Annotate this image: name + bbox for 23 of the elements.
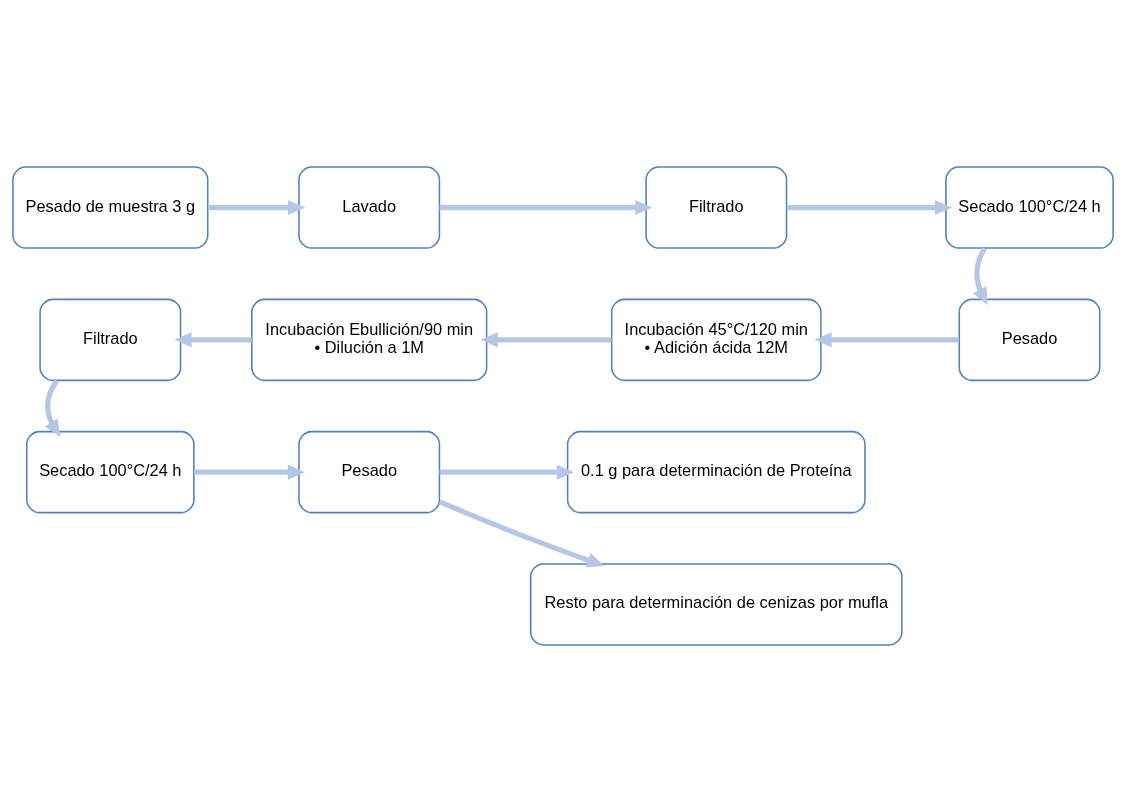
arrow xyxy=(194,464,305,480)
arrow xyxy=(174,332,252,348)
node-box: Pesado de muestra 3 g xyxy=(12,166,209,249)
node-box: Pesado xyxy=(958,298,1101,382)
node-box: Lavado xyxy=(298,166,441,249)
node-box: Pesado xyxy=(298,430,441,514)
arrow xyxy=(44,379,61,437)
arrow xyxy=(973,247,988,305)
arrow xyxy=(480,332,612,348)
node-box: Secado 100°C/24 h xyxy=(26,430,195,514)
arrow xyxy=(208,200,306,216)
arrow xyxy=(786,200,953,216)
node-box: Filtrado xyxy=(39,298,182,382)
node-box: 0.1 g para determinación de Proteína xyxy=(566,430,866,514)
node-box: Incubación Ebullición/90 min • Dilución a 1M xyxy=(251,298,488,382)
arrow xyxy=(439,200,653,216)
node-box: Secado 100°C/24 h xyxy=(945,166,1114,249)
node-box: Resto para determinación de cenizas por mufla xyxy=(529,563,903,646)
node-box: Filtrado xyxy=(645,166,788,249)
arrow xyxy=(814,332,960,348)
arrow xyxy=(438,499,605,568)
node-box: Incubación 45°C/120 min • Adición ácida 12M xyxy=(610,298,822,382)
arrow xyxy=(439,464,574,480)
